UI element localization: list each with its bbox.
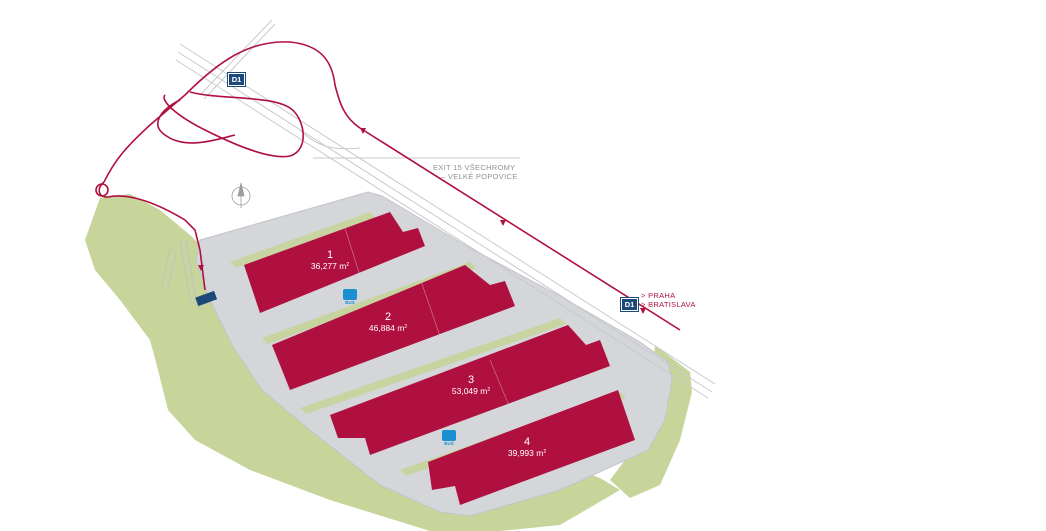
motorway-shield-d1-north: D1 (227, 72, 246, 87)
compass-icon (231, 182, 251, 208)
building-4-label: 4 39,993 m2 (497, 436, 557, 458)
access-route (95, 41, 681, 331)
entrance-marker (195, 290, 218, 307)
direction-label-praha: > PRAHA (641, 291, 676, 300)
building-1-number: 1 (326, 249, 334, 261)
building-3-number: 3 (467, 374, 475, 386)
access-roads (161, 239, 203, 311)
building-3[interactable] (330, 325, 610, 455)
building-2[interactable] (272, 265, 515, 390)
building-2-label: 2 46,884 m2 (358, 311, 418, 333)
building-dividers (344, 227, 516, 421)
building-4[interactable] (428, 390, 635, 505)
building-2-area: 46,884 m2 (368, 323, 408, 333)
motorway-shield-d1-south: D1 (620, 297, 639, 312)
exit-label: EXIT 15 VŠECHROMY – VELKÉ POPOVICE (433, 163, 518, 181)
direction-label-bratislava: > BRATISLAVA (641, 300, 696, 309)
bus-stop-icon: BUS (442, 430, 456, 448)
exit-label-line-1: EXIT 15 VŠECHROMY (433, 163, 516, 172)
direction-label: > PRAHA > BRATISLAVA (641, 291, 696, 309)
building-1[interactable] (244, 212, 425, 313)
building-4-number: 4 (523, 436, 531, 448)
building-4-area: 39,993 m2 (507, 448, 547, 458)
building-3-area: 53,049 m2 (451, 386, 491, 396)
building-1-label: 1 36,277 m2 (300, 249, 360, 271)
bus-stop-icon: BUS (343, 289, 357, 307)
building-1-area: 36,277 m2 (310, 261, 350, 271)
route-arrows (198, 128, 646, 314)
exit-label-line-2: – VELKÉ POPOVICE (441, 172, 518, 181)
building-2-number: 2 (384, 311, 392, 323)
building-3-label: 3 53,049 m2 (441, 374, 501, 396)
